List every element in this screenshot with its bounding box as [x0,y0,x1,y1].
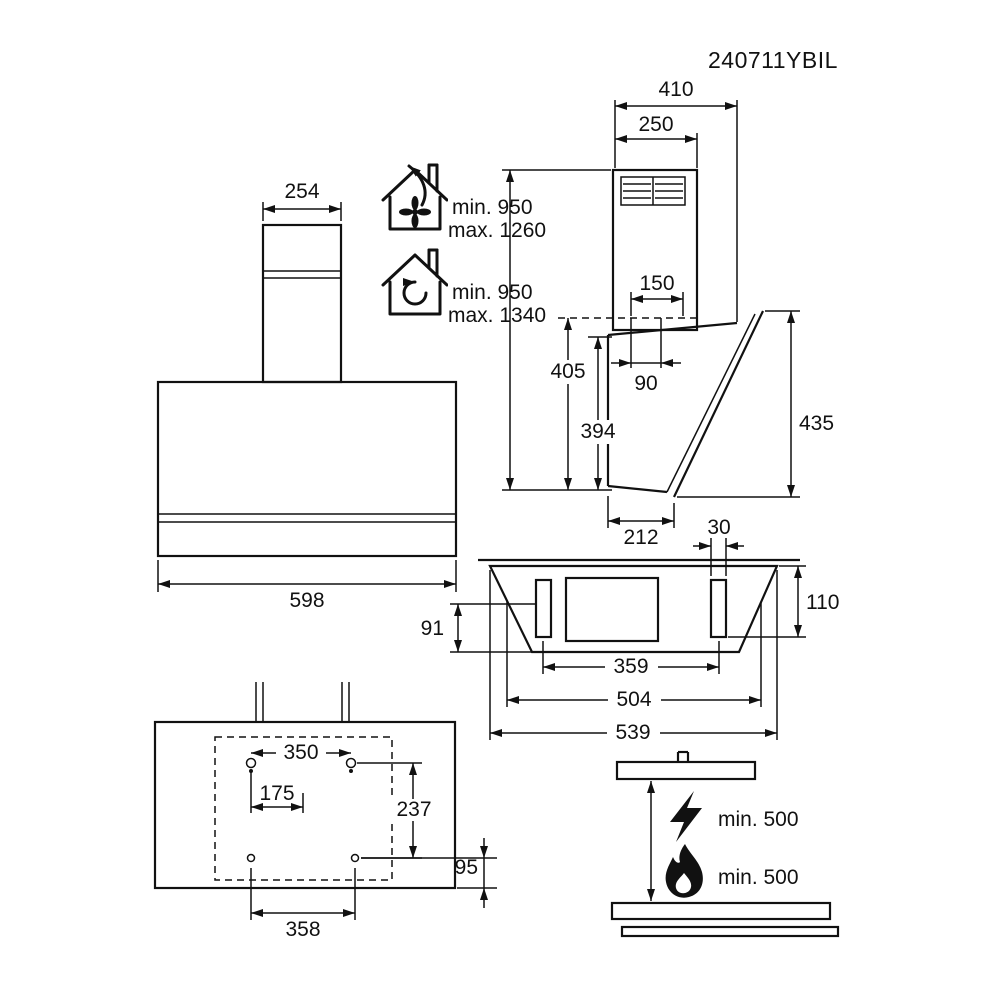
dim-30-label: 30 [707,516,730,539]
hob-surface [610,901,832,921]
dim-250-label: 250 [638,113,673,136]
hood-body-side [606,310,764,498]
dim-175-label: 175 [259,782,294,805]
template-outline [153,720,457,890]
model-number: 240711YBIL [708,47,838,73]
recirculation-min-height: min. 950 [452,281,533,304]
dim-150-label: 150 [639,272,674,295]
dim-394-label: 394 [580,420,615,443]
dim-91-label: 91 [421,617,444,640]
left-bracket [534,578,553,639]
lower-right-hole [350,853,360,863]
counter-edge [620,925,840,938]
dim-350-label: 350 [283,741,318,764]
dim-358-label: 358 [285,918,320,941]
dim-254-label: 254 [284,180,319,203]
hood-body [156,380,458,558]
venting-options: min. 950 max. 1260 min. 950 max. 1340 [381,163,560,327]
exhaust-min-height: min. 950 [452,196,533,219]
dim-504-label: 504 [616,688,651,711]
dim-237-label: 237 [396,798,431,821]
dim-359-label: 359 [613,655,648,678]
dim-212-label: 212 [623,526,658,549]
vent-opening [564,576,660,643]
gas-clearance-label: min. 500 [718,866,799,889]
canopy-outline [488,564,779,654]
top-view: 30 110 91 359 504 539 [421,516,839,744]
recirculation-house-icon [381,248,449,316]
side-view: 410 250 150 90 [502,78,834,549]
template-dashed-area [214,736,393,881]
dim-90-label: 90 [634,372,657,395]
grille-icon [620,176,686,206]
exhaust-max-height: max. 1260 [448,219,546,242]
lower-left-hole [246,853,256,863]
dim-435-label: 435 [799,412,834,435]
flame-icon [665,844,703,898]
exhaust-arrow-icon [407,164,427,207]
recirculation-max-height: max. 1340 [448,304,546,327]
right-bracket [709,578,728,639]
dim-598-label: 598 [289,589,324,612]
lightning-icon [670,791,702,842]
dim-110-label: 110 [806,591,839,614]
chimney-duct [261,223,343,384]
mounting-template: 350 175 237 95 358 [153,682,497,941]
clearance-diagram: min. 500 min. 500 [610,750,840,938]
electric-clearance-label: min. 500 [718,808,799,831]
recirculation-arrow-icon [402,278,428,306]
dim-95-label: 95 [455,856,478,879]
dim-539-label: 539 [615,721,650,744]
dim-410-label: 410 [658,78,693,101]
dim-405-label: 405 [550,360,585,383]
upper-left-hole [245,757,257,769]
fan-icon [399,196,431,228]
upper-right-hole [345,757,357,769]
hood-bottom [615,760,757,781]
front-view: 254 598 [156,180,458,612]
exhaust-house-icon [381,163,449,231]
